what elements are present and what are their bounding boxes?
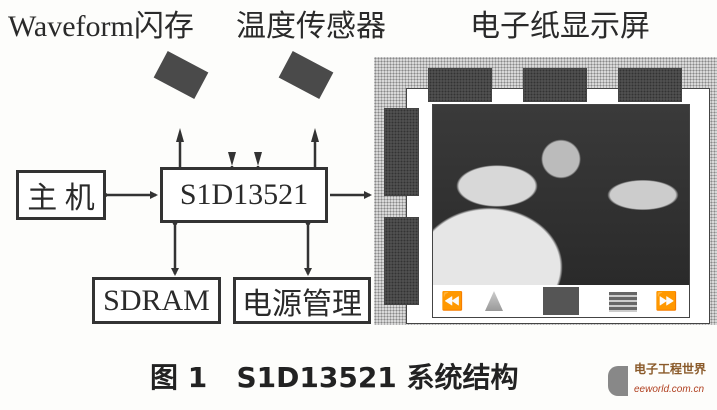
display-top-tab-1 bbox=[428, 68, 492, 102]
watermark-logo: 电子工程世界 eeworld.com.cn bbox=[606, 362, 717, 408]
thumbnail-icon bbox=[543, 287, 579, 315]
display-side-tab-1 bbox=[384, 108, 419, 196]
forward-icon[interactable]: ⏩ bbox=[655, 291, 678, 311]
arrowhead-flash-up bbox=[176, 128, 184, 142]
display-top-tab-2 bbox=[523, 68, 587, 102]
sdram-block: SDRAM bbox=[92, 277, 221, 324]
display-top-tab-3 bbox=[618, 68, 682, 102]
watermark-name: 电子工程世界 bbox=[634, 362, 707, 376]
film-icon bbox=[609, 292, 637, 312]
display-photo bbox=[433, 105, 689, 285]
host-block: 主 机 bbox=[16, 170, 106, 220]
power-management-block: 电源管理 bbox=[233, 277, 371, 324]
figure-caption: 图 1 S1D13521 系统结构 bbox=[150, 361, 519, 394]
label-temp-sensor: 温度传感器 bbox=[236, 10, 386, 43]
watermark-mark-icon bbox=[608, 366, 628, 396]
rewind-icon[interactable]: ⏪ bbox=[441, 291, 464, 311]
arrowhead-sensor-down bbox=[254, 152, 262, 166]
arrowhead-sensor-up bbox=[311, 128, 319, 142]
watermark-url: eeworld.com.cn bbox=[634, 384, 705, 395]
label-epaper-display: 电子纸显示屏 bbox=[470, 10, 650, 43]
controller-block: S1D13521 bbox=[160, 167, 328, 223]
label-waveform-flash: Waveform闪存 bbox=[8, 10, 194, 43]
display-screen: ⏪ ⏩ bbox=[432, 104, 690, 318]
arrowhead-flash-down bbox=[228, 152, 236, 166]
display-side-tab-2 bbox=[384, 217, 419, 305]
